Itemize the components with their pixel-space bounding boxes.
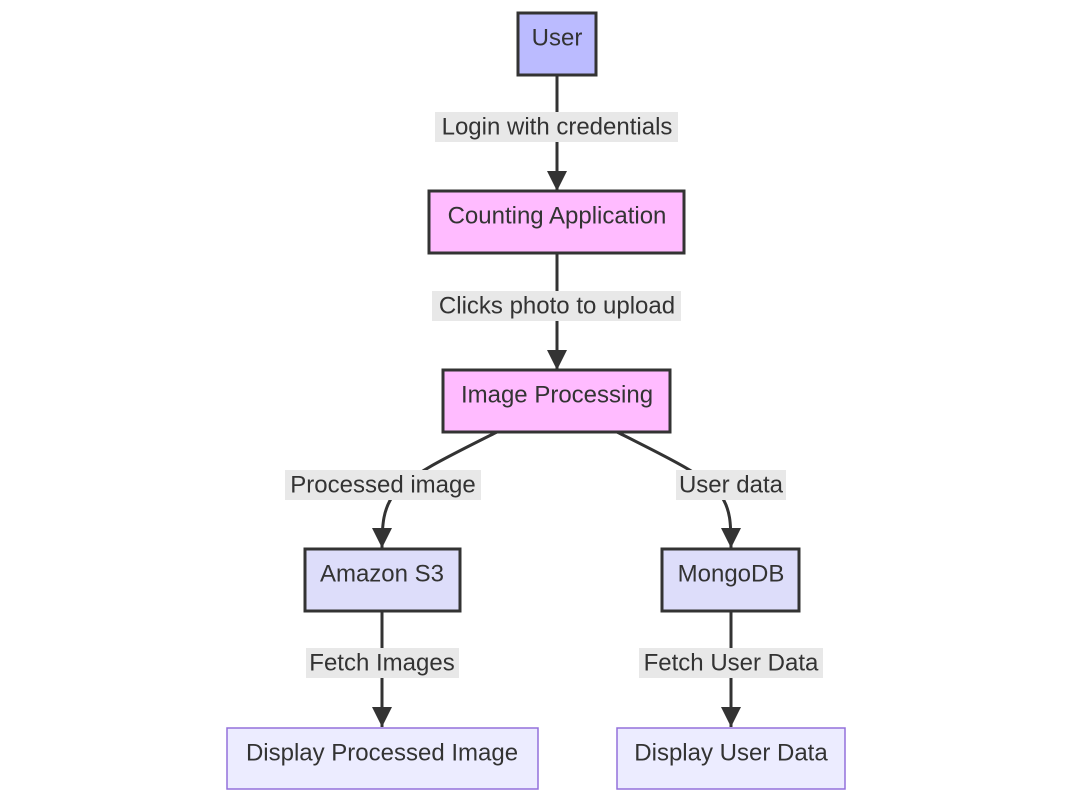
nodes: User Counting Application Image Processi… [226, 11, 846, 790]
node-user: User [516, 11, 598, 77]
node-display-processed-image-label: Display Processed Image [246, 740, 518, 767]
node-display-processed-image: Display Processed Image [226, 727, 539, 790]
edge-label-login-text: Login with credentials [442, 114, 673, 141]
node-image-processing: Image Processing [441, 368, 672, 434]
edge-label-processed: Processed image [285, 470, 481, 500]
node-display-user-data-label: Display User Data [634, 740, 828, 767]
node-counting-application-label: Counting Application [448, 203, 667, 230]
edge-label-fetch-user-data-text: Fetch User Data [644, 650, 819, 677]
node-mongodb-label: MongoDB [678, 561, 785, 588]
node-amazon-s3-label: Amazon S3 [320, 561, 444, 588]
node-user-label: User [532, 25, 583, 52]
edge-label-login: Login with credentials [435, 112, 678, 142]
edge-label-user-data-text: User data [679, 472, 784, 499]
edge-label-upload: Clicks photo to upload [432, 291, 681, 321]
node-image-processing-label: Image Processing [461, 382, 653, 409]
node-counting-application: Counting Application [427, 189, 686, 255]
edge-label-upload-text: Clicks photo to upload [439, 293, 675, 320]
node-mongodb: MongoDB [660, 547, 801, 613]
edge-labels: Login with credentials Clicks photo to u… [285, 112, 823, 678]
node-display-user-data: Display User Data [616, 727, 846, 790]
node-amazon-s3: Amazon S3 [303, 547, 462, 613]
edge-label-processed-text: Processed image [290, 472, 475, 499]
edge-label-fetch-images: Fetch Images [306, 648, 459, 678]
edge-label-fetch-user-data: Fetch User Data [639, 648, 823, 678]
edge-label-user-data: User data [676, 470, 786, 500]
edge-label-fetch-images-text: Fetch Images [309, 650, 454, 677]
